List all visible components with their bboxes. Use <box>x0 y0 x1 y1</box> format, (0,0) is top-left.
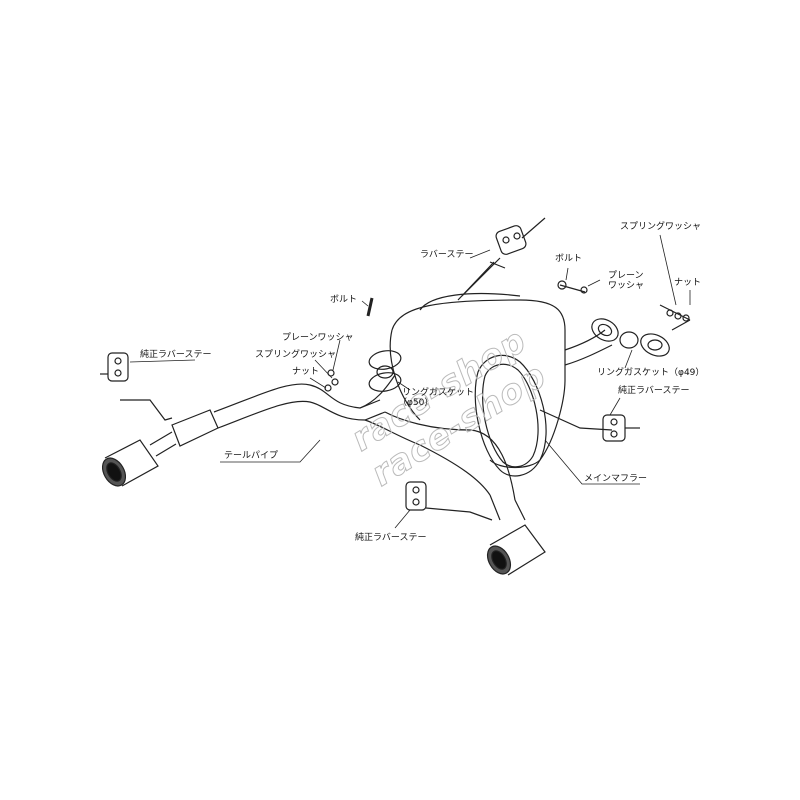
label-plain-washer-right-2: ワッシャ <box>608 281 645 291</box>
right-flange-assembly <box>557 280 691 357</box>
leader-lines <box>129 234 691 529</box>
tail-pipe <box>149 297 526 521</box>
label-oem-rubber-stay-bottom: 純正ラバーステー <box>355 533 427 543</box>
label-ring-gasket-50-line1: リングガスケット <box>402 388 475 398</box>
label-spring-washer-right: スプリングワッシャ <box>620 222 702 232</box>
label-oem-rubber-stay-right: 純正ラバーステー <box>618 386 690 396</box>
label-spring-washer-left: スプリングワッシャ <box>255 350 337 360</box>
label-nut-left: ナット <box>292 367 320 377</box>
label-plain-washer-right-1: プレーン <box>608 271 644 281</box>
label-nut-right: ナット <box>674 278 702 288</box>
left-muffler-tip <box>101 439 159 487</box>
right-muffler-tip <box>486 524 546 576</box>
bottom-rubber-stay <box>405 481 493 521</box>
label-plain-washer-left: プレーンワッシャ <box>282 333 354 343</box>
label-ring-gasket-50-line2: （φ50） <box>398 398 434 408</box>
label-bolt-right: ボルト <box>555 254 583 264</box>
right-rubber-stay <box>602 414 640 442</box>
label-tail-pipe: テールパイプ <box>224 451 279 461</box>
label-oem-rubber-stay-left: 純正ラバーステー <box>140 350 212 360</box>
label-rubber-stay-top: ラバーステー <box>420 250 474 260</box>
main-muffler <box>389 292 613 477</box>
top-rubber-stay <box>457 217 546 301</box>
label-ring-gasket-49: リングガスケット（φ49） <box>597 368 705 378</box>
label-bolt-left: ボルト <box>330 295 358 305</box>
left-rubber-stay <box>100 352 173 421</box>
label-main-muffler: メインマフラー <box>584 474 648 484</box>
